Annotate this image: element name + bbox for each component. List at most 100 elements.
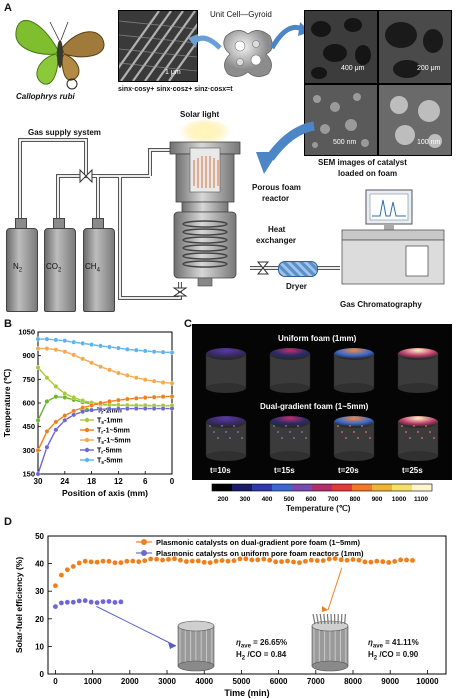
sem-image-500nm: 500 nm xyxy=(304,84,378,156)
data-point xyxy=(159,557,166,563)
y-tick-label: 50 xyxy=(35,532,44,541)
data-point xyxy=(151,378,157,384)
reactor-label-line1: Porous foam xyxy=(252,183,301,192)
sem-image-200um: 200 μm xyxy=(378,10,452,84)
colorbar-swatch xyxy=(292,484,313,491)
dryer-label: Dryer xyxy=(286,282,307,291)
foam-spike xyxy=(344,613,346,625)
colorbar-tick-label: 600 xyxy=(306,496,317,503)
data-point xyxy=(160,394,166,400)
foam-cylinder-base xyxy=(334,451,374,461)
foam-pore xyxy=(273,425,275,427)
data-point xyxy=(64,566,71,573)
x-tick-label: 9000 xyxy=(381,677,399,686)
data-point xyxy=(151,394,157,400)
data-point xyxy=(53,427,59,433)
y-tick-label: 750 xyxy=(22,375,35,384)
legend-marker xyxy=(84,427,90,433)
foam-pore xyxy=(277,431,279,433)
sem-scale-200um: 200 μm xyxy=(417,65,441,72)
data-point xyxy=(118,559,124,566)
data-point xyxy=(142,406,148,411)
data-point xyxy=(165,556,172,563)
data-point xyxy=(94,599,100,606)
colorbar-swatch xyxy=(332,484,353,491)
data-point xyxy=(141,557,148,564)
tank-label-co2: CO2 xyxy=(46,262,62,274)
data-point xyxy=(35,346,41,351)
data-point xyxy=(98,400,103,406)
data-point xyxy=(53,394,59,400)
data-point xyxy=(71,408,77,414)
panel-d-letter: D xyxy=(4,516,12,528)
data-point xyxy=(53,419,59,425)
y-tick-label: 600 xyxy=(22,399,35,408)
data-point xyxy=(231,557,237,564)
x-tick-label: 1000 xyxy=(84,677,102,686)
data-point xyxy=(260,556,267,562)
foam-cylinder-base xyxy=(206,383,246,393)
data-point xyxy=(133,395,139,401)
dryer xyxy=(278,261,318,277)
colorbar-tick-label: 900 xyxy=(372,496,383,503)
arrow-to-dual-foam xyxy=(327,567,343,611)
sem-caption-line1: SEM images of catalyst xyxy=(318,158,407,167)
data-point xyxy=(160,349,166,355)
data-point xyxy=(98,343,103,349)
sem-scale-400um: 400 μm xyxy=(341,65,365,72)
foam-pore xyxy=(293,437,295,439)
colorbar-swatch xyxy=(412,484,433,491)
data-point xyxy=(278,558,285,565)
colorbar-label: Temperature (℃) xyxy=(286,504,351,513)
time-label-25s: t=25s xyxy=(402,466,423,475)
data-point xyxy=(98,406,103,412)
data-point xyxy=(44,399,50,404)
data-point xyxy=(76,560,83,566)
eta-annotation-uniform: ηave = 26.65% xyxy=(236,638,288,650)
reactor-label-line2: reactor xyxy=(262,194,290,203)
foam-pore xyxy=(425,425,427,427)
data-point xyxy=(80,356,86,362)
colorbar-tick-label: 200 xyxy=(218,496,229,503)
x-tick-label: 24 xyxy=(60,477,69,486)
foam-hot-top xyxy=(398,348,438,360)
data-point xyxy=(107,399,112,404)
data-point xyxy=(160,380,166,385)
foam-pore xyxy=(361,425,363,427)
data-point xyxy=(35,447,41,453)
foam-pore xyxy=(341,431,343,433)
colorbar-swatch xyxy=(312,484,333,491)
foam-cylinder-base xyxy=(270,383,310,393)
sem-image-400um: 400 μm xyxy=(304,10,378,84)
foam-hot-top xyxy=(334,416,374,428)
foam-pore xyxy=(221,425,223,427)
sem-caption-line2: loaded on foam xyxy=(338,169,398,178)
data-point xyxy=(133,347,139,353)
data-point xyxy=(302,558,309,565)
data-point xyxy=(391,558,398,565)
ratio-annotation-uniform: H2 /CO = 0.84 xyxy=(236,650,287,662)
foam-pore xyxy=(233,425,235,427)
colorbar-swatch xyxy=(212,484,233,491)
foam-pore xyxy=(429,431,431,433)
panel-a-letter: A xyxy=(4,2,12,14)
colorbar-tick-label: 500 xyxy=(284,496,295,503)
colorbar-tick-label: 700 xyxy=(328,496,339,503)
data-point xyxy=(107,344,112,350)
butterfly-name: Callophrys rubi xyxy=(16,92,75,101)
butterfly-sem-image: 1 μm xyxy=(118,10,198,82)
colorbar-tick-label: 300 xyxy=(240,496,251,503)
data-point xyxy=(266,557,273,563)
data-point xyxy=(35,365,41,370)
foam-inset-top xyxy=(311,620,349,632)
data-point xyxy=(160,406,166,411)
data-point xyxy=(88,559,94,565)
colorbar-swatch xyxy=(392,484,413,491)
y-tick-label: 900 xyxy=(22,351,35,360)
x-tick-label: 6000 xyxy=(270,677,288,686)
foam-pore xyxy=(353,431,355,433)
colorbar-tick-label: 1000 xyxy=(392,496,407,503)
foam-hot-top xyxy=(206,348,246,360)
y-tick-label: 0 xyxy=(40,670,45,679)
